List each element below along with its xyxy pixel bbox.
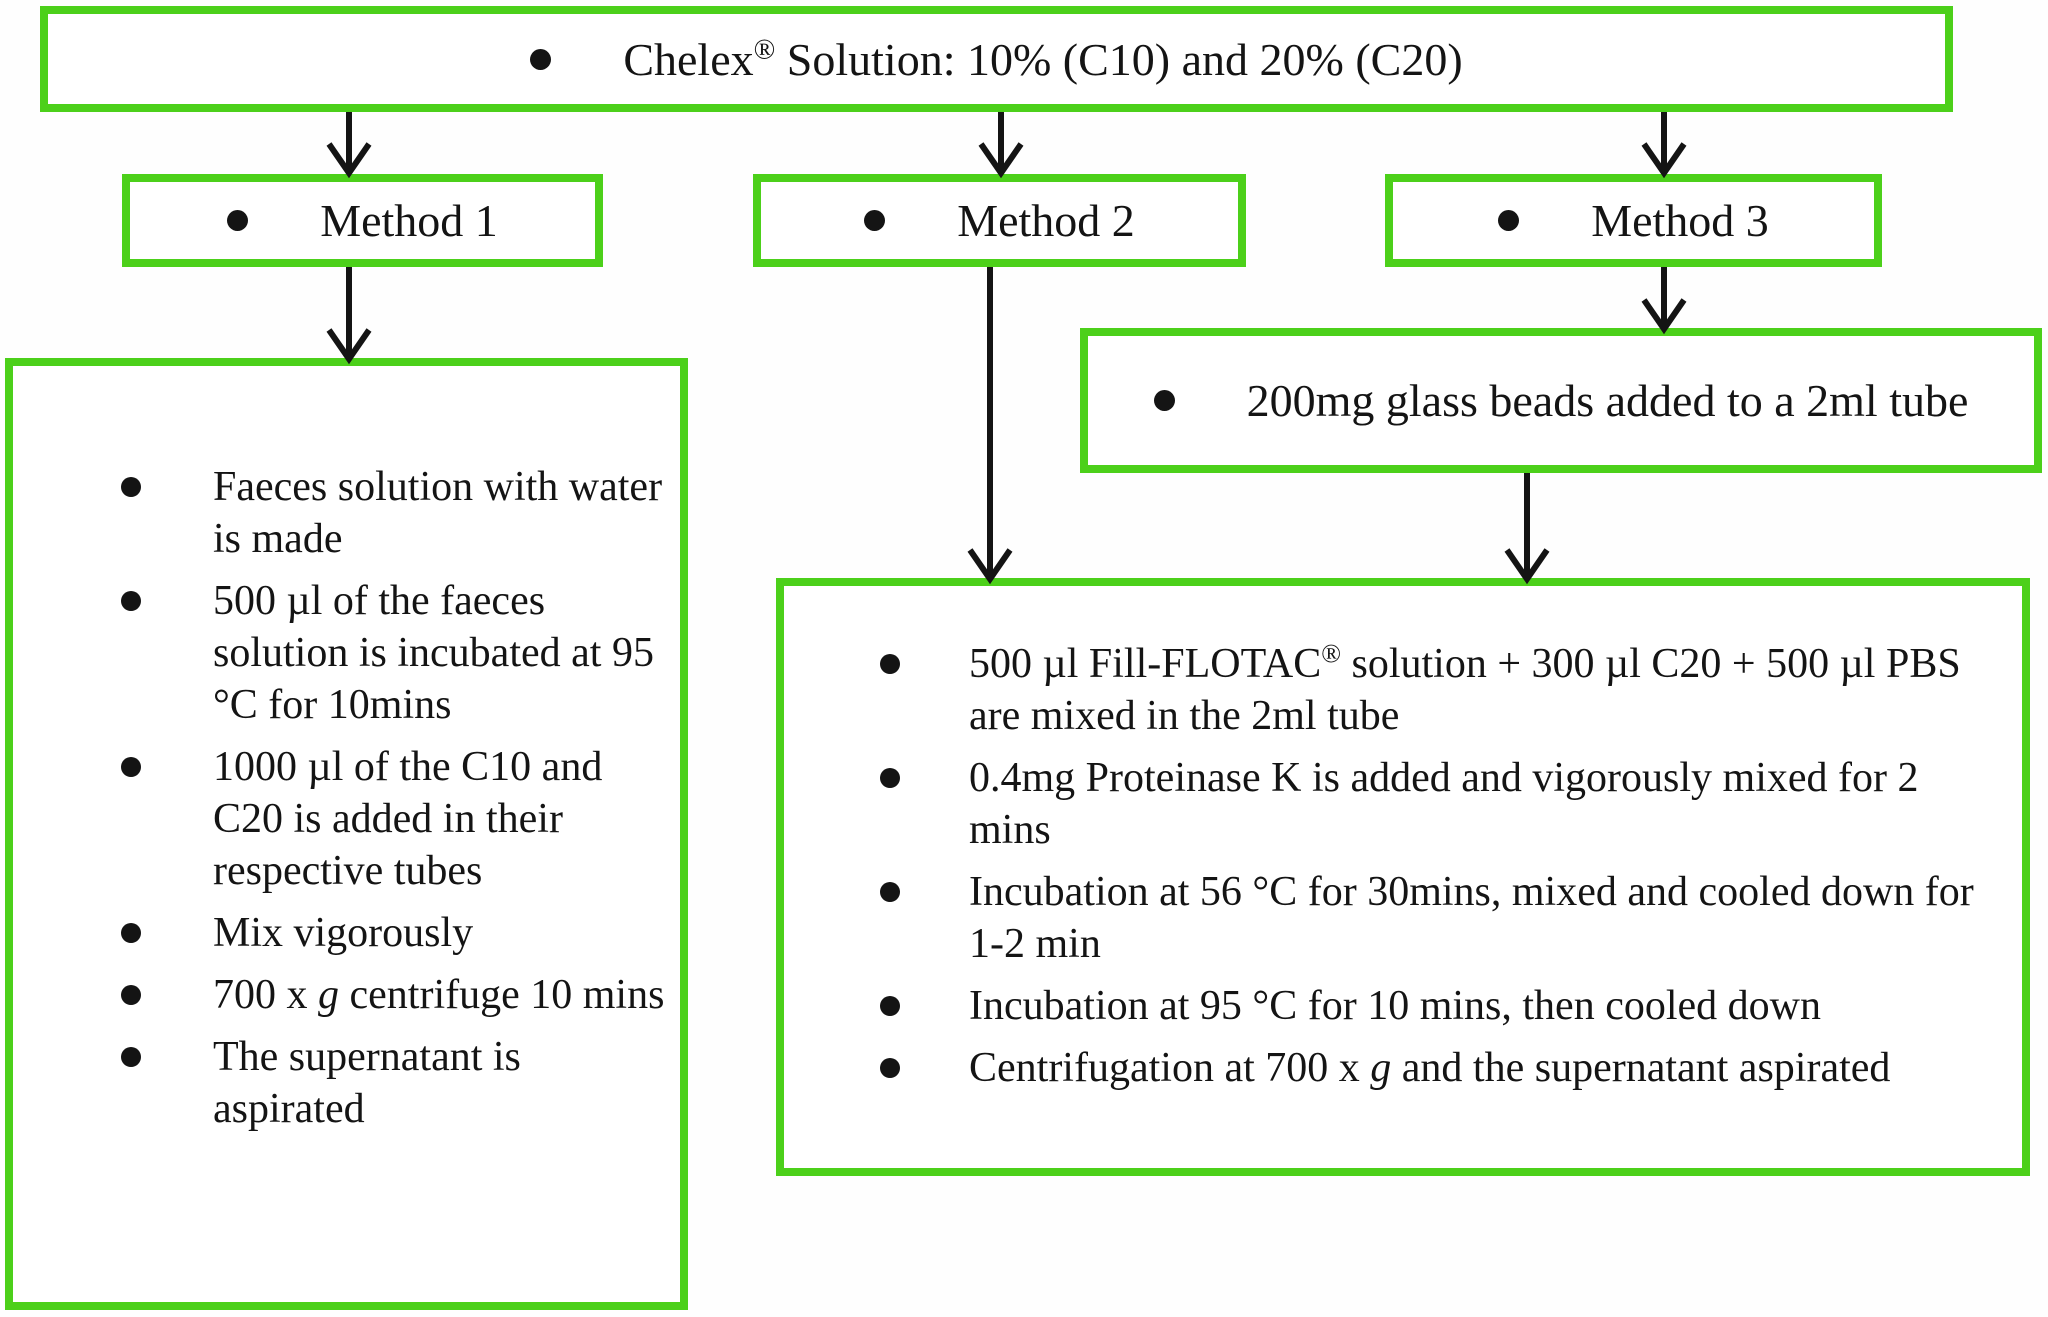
list-item: Centrifugation at 700 x g and the supern… (784, 1042, 2022, 1094)
method-1-steps-list: Faeces solution with water is made 500 µ… (13, 461, 680, 1145)
bullet-icon (121, 1047, 141, 1067)
list-item: 500 µl Fill-FLOTAC® solution + 300 µl C2… (784, 638, 2022, 742)
bullet-icon (121, 591, 141, 611)
bullet-icon (880, 996, 900, 1016)
arrow-method3-to-beads-icon (1641, 267, 1687, 335)
arrow-chelex-to-method2-icon (978, 112, 1024, 179)
list-item: 700 x g centrifuge 10 mins (13, 969, 680, 1021)
bullet-icon (227, 210, 249, 231)
bullet-icon (530, 48, 552, 70)
arrow-chelex-to-method1-icon (326, 112, 372, 179)
combined-protocol-list: 500 µl Fill-FLOTAC® solution + 300 µl C2… (784, 638, 2022, 1104)
bullet-icon (1498, 210, 1520, 231)
bullet-icon (121, 923, 141, 943)
method-3-label: Method 3 (1591, 195, 1769, 246)
chelex-solution-box: Chelex® Solution: 10% (C10) and 20% (C20… (40, 6, 1953, 112)
bullet-icon (121, 477, 141, 497)
arrow-method1-to-steps-icon (326, 267, 372, 365)
bullet-icon (121, 757, 141, 777)
bullet-icon (864, 210, 886, 231)
arrow-method2-to-protocol-icon (967, 267, 1013, 585)
method-1-steps-box: Faeces solution with water is made 500 µ… (5, 358, 688, 1310)
list-item: Incubation at 56 °C for 30mins, mixed an… (784, 866, 2022, 970)
list-item: 1000 µl of the C10 and C20 is added in t… (13, 741, 680, 897)
method-1-box: Method 1 (122, 174, 603, 267)
method-2-box: Method 2 (753, 174, 1246, 267)
list-item: Incubation at 95 °C for 10 mins, then co… (784, 980, 2022, 1032)
list-item: Mix vigorously (13, 907, 680, 959)
method-1-label: Method 1 (320, 195, 498, 246)
combined-protocol-box: 500 µl Fill-FLOTAC® solution + 300 µl C2… (776, 578, 2030, 1176)
bullet-icon (880, 768, 900, 788)
glass-beads-text: 200mg glass beads added to a 2ml tube (1246, 375, 1969, 426)
list-item: 0.4mg Proteinase K is added and vigorous… (784, 752, 2022, 856)
glass-beads-box: 200mg glass beads added to a 2ml tube (1080, 328, 2042, 473)
bullet-icon (1153, 390, 1175, 411)
bullet-icon (121, 985, 141, 1005)
list-item: 500 µl of the faeces solution is incubat… (13, 575, 680, 731)
method-2-label: Method 2 (957, 195, 1135, 246)
arrow-beads-to-protocol-icon (1504, 473, 1550, 585)
bullet-icon (880, 654, 900, 674)
method-3-box: Method 3 (1385, 174, 1882, 267)
list-item: Faeces solution with water is made (13, 461, 680, 565)
arrow-chelex-to-method3-icon (1641, 112, 1687, 179)
bullet-icon (880, 1058, 900, 1078)
list-item: The supernatant is aspirated (13, 1031, 680, 1135)
chelex-solution-title: Chelex® Solution: 10% (C10) and 20% (C20… (623, 33, 1463, 85)
bullet-icon (880, 882, 900, 902)
